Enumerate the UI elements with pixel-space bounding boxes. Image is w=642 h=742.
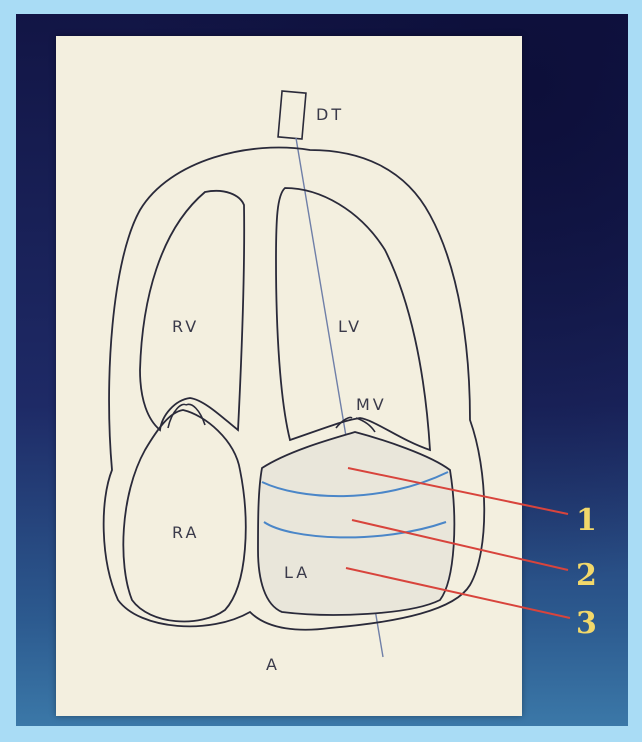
callout-3: 3 (576, 606, 597, 641)
rv-chamber (140, 191, 244, 430)
label-ra: RA (172, 523, 199, 542)
transducer-label: DT (316, 105, 344, 124)
label-la: LA (284, 563, 310, 582)
label-lv: LV (338, 317, 362, 336)
label-mv: MV (356, 395, 387, 414)
label-rv: RV (172, 317, 199, 336)
label-aorta: A (266, 655, 280, 674)
la-chamber (258, 432, 454, 615)
callout-2: 2 (576, 558, 597, 593)
callout-1: 1 (576, 503, 597, 538)
ra-chamber (123, 410, 245, 621)
transducer: DT (278, 91, 344, 139)
